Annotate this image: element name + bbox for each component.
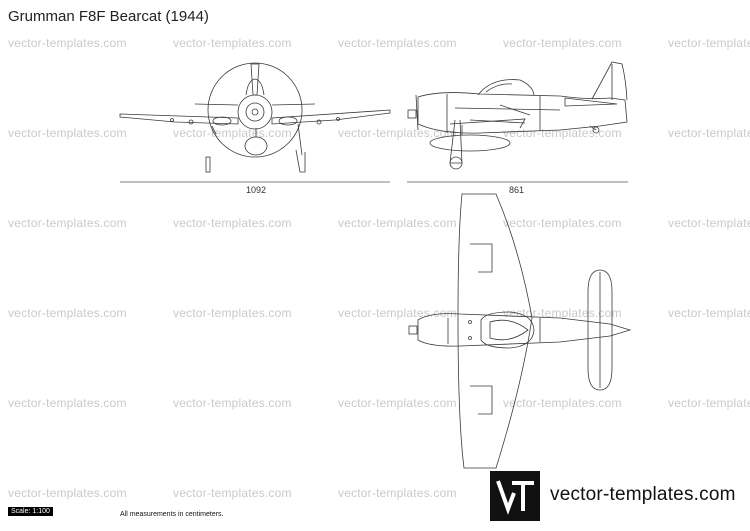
side-view <box>407 61 628 170</box>
length-dimension-label: 861 <box>509 185 525 195</box>
front-view <box>119 62 391 173</box>
brand-text[interactable]: vector-templates.com <box>550 484 736 505</box>
scale-badge: Scale: 1:100 <box>8 507 53 516</box>
vt-logo-icon <box>490 471 540 521</box>
page-title: Grumman F8F Bearcat (1944) <box>8 8 209 25</box>
top-view <box>408 193 632 469</box>
measurement-note: All measurements in centimeters. <box>120 511 224 518</box>
span-dimension-label: 1092 <box>246 185 267 195</box>
